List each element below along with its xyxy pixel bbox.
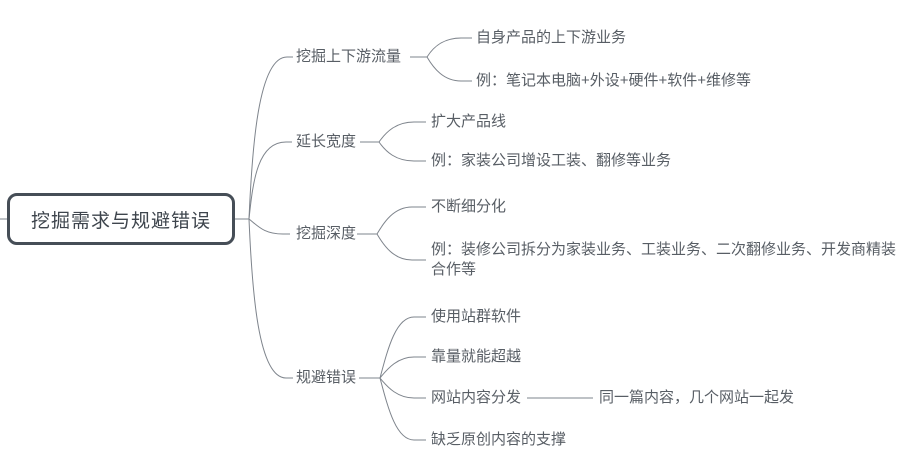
root-node[interactable]: 挖掘需求与规避错误	[7, 193, 235, 245]
branch-node-extend-width[interactable]: 延长宽度	[296, 133, 357, 150]
connector-root-branch4	[248, 218, 293, 379]
connector-branch2-child2	[378, 141, 426, 162]
branch-node-avoid-mistakes[interactable]: 规避错误	[296, 369, 357, 386]
connector-branch3-child1	[376, 206, 426, 235]
branch-node-upstream-traffic[interactable]: 挖掘上下游流量	[296, 48, 402, 65]
connector-branch4-child4	[379, 377, 426, 441]
connector-branch4-child1	[379, 316, 426, 379]
leaf-node-site-group-software[interactable]: 使用站群软件	[431, 308, 522, 325]
connector-branch1-child2	[426, 56, 472, 82]
connector-branch3-child2	[376, 233, 426, 261]
leaf-node-same-article-multiple-sites[interactable]: 同一篇内容，几个网站一起发	[599, 389, 795, 406]
branch-node-mining-depth[interactable]: 挖掘深度	[296, 225, 357, 242]
connector-branch4-child2	[379, 356, 426, 379]
leaf-node-renovation-split-example[interactable]: 例：装修公司拆分为家装业务、工装业务、二次翻修业务、开发商精装合作等	[431, 241, 897, 278]
leaf-node-expand-product-line[interactable]: 扩大产品线	[431, 113, 507, 130]
leaf-node-surpass-by-volume[interactable]: 靠量就能超越	[431, 348, 522, 365]
leaf-node-own-product-business[interactable]: 自身产品的上下游业务	[476, 29, 627, 46]
leaf-node-lack-original-content[interactable]: 缺乏原创内容的支撑	[431, 431, 567, 448]
connector-branch1-child1	[426, 37, 472, 58]
leaf-node-laptop-example[interactable]: 例：笔记本电脑+外设+硬件+软件+维修等	[476, 72, 752, 89]
connector-branch4-child3	[379, 377, 426, 399]
connector-root-branch3	[248, 218, 290, 235]
connector-root-branch1	[248, 56, 293, 220]
leaf-node-continuous-segmentation[interactable]: 不断细分化	[431, 198, 507, 215]
leaf-node-content-distribution[interactable]: 网站内容分发	[431, 389, 522, 406]
connector-branch2-child1	[378, 121, 426, 143]
connector-root-branch2	[248, 141, 292, 220]
leaf-node-home-decor-example[interactable]: 例：家装公司增设工装、翻修等业务	[431, 152, 672, 169]
